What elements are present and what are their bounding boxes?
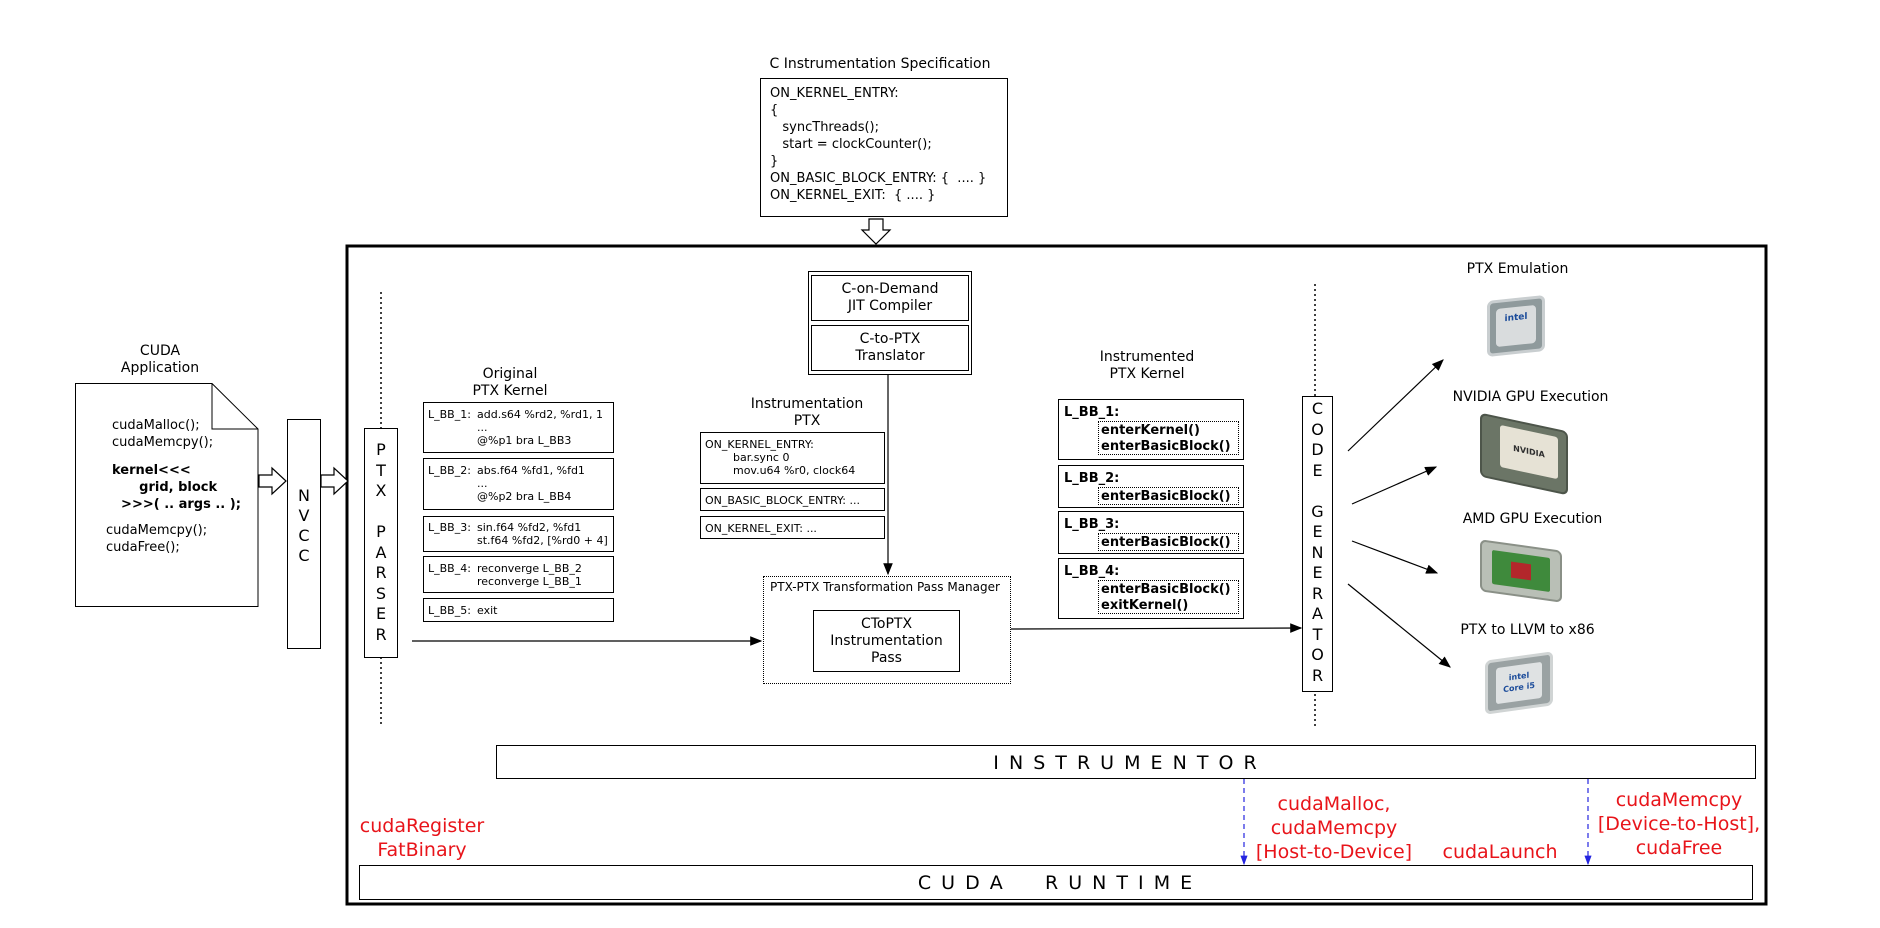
call-exit-kernel: exitKernel() xyxy=(1101,598,1189,613)
instrumented-block: L_BB_1: enterKernel() enterBasicBlock() xyxy=(1058,399,1244,460)
original-block: L_BB_2: abs.f64 %fd1, %fd1 ... @%p2 bra … xyxy=(423,458,614,510)
instr-bb-box: ON_BASIC_BLOCK_ENTRY: ... xyxy=(700,488,885,511)
target-title-nvidia: NVIDIA GPU Execution xyxy=(1452,389,1609,405)
block-code: reconverge L_BB_2 reconverge L_BB_1 xyxy=(477,562,582,588)
block-code: add.s64 %rd2, %rd1, 1 ... @%p1 bra L_BB3 xyxy=(477,408,603,447)
call-group: enterBasicBlock() xyxy=(1098,533,1239,551)
block-label: L_BB_3: xyxy=(428,521,471,534)
call-enter-basic-block: enterBasicBlock() xyxy=(1101,439,1231,454)
block-label: L_BB_1: xyxy=(1064,405,1120,420)
instrumented-block: L_BB_3: enterBasicBlock() xyxy=(1058,511,1244,554)
instrumentor-label: I N S T R U M E N T O R xyxy=(993,752,1259,774)
target-title-amd: AMD GPU Execution xyxy=(1462,511,1603,527)
call-enter-basic-block: enterBasicBlock() xyxy=(1101,535,1231,550)
original-kernel-title: Original PTX Kernel xyxy=(472,366,548,399)
instr-entry-box: ON_KERNEL_ENTRY: bar.sync 0 mov.u64 %r0,… xyxy=(700,432,885,484)
app-document-icon xyxy=(75,383,259,607)
codegen-to-x86-arrow xyxy=(1347,583,1451,668)
instrumented-kernel-title: Instrumented PTX Kernel xyxy=(1099,349,1195,382)
call-launch: cudaLaunch xyxy=(1442,841,1558,863)
instr-bb-code: ON_BASIC_BLOCK_ENTRY: ... xyxy=(705,494,860,507)
block-label: L_BB_4: xyxy=(1064,564,1120,579)
ctoptx-pass-box: CToPTX Instrumentation Pass xyxy=(813,610,960,672)
original-block: L_BB_1: add.s64 %rd2, %rd1, 1 ... @%p1 b… xyxy=(423,402,614,453)
jit-compiler-outer-box: C-on-Demand JIT Compiler C-to-PTX Transl… xyxy=(808,271,972,375)
spec-line: start = clockCounter(); xyxy=(770,137,932,152)
call-register-fatbinary: cudaRegister FatBinary xyxy=(359,815,485,861)
block-code: exit xyxy=(477,604,498,617)
nvcc-to-parser-arrow xyxy=(320,466,349,496)
app-line-memcpy: cudaMemcpy(); xyxy=(112,435,214,450)
pass-manager-title: PTX-PTX Transformation Pass Manager xyxy=(770,580,1000,594)
c-to-ptx-translator-label: C-to-PTX Translator xyxy=(855,331,925,364)
ptx-parser-box: P T X P A R S E R xyxy=(364,428,398,658)
call-memcpy-d2h-free: cudaMemcpy [Device-to-Host], cudaFree xyxy=(1597,789,1761,859)
framework-border xyxy=(345,244,1768,906)
original-block: L_BB_4: reconverge L_BB_2 reconverge L_B… xyxy=(423,556,614,593)
cuda-runtime-label: C U D A R U N T I M E xyxy=(917,872,1195,894)
intel-conroe-cpu-icon: intel xyxy=(1487,294,1545,358)
spec-line: { xyxy=(770,103,779,118)
jit-compiler-label: C-on-Demand JIT Compiler xyxy=(841,281,939,314)
spec-line: ON_KERNEL_ENTRY: xyxy=(770,86,899,101)
c-to-ptx-translator-box: C-to-PTX Translator xyxy=(811,325,969,371)
original-block: L_BB_5: exit xyxy=(423,598,614,622)
call-group: enterBasicBlock() xyxy=(1098,487,1239,505)
spec-line: ON_KERNEL_EXIT: { .... } xyxy=(770,188,936,203)
block-label: L_BB_1: xyxy=(428,408,471,421)
original-block: L_BB_3: sin.f64 %fd2, %fd1 st.f64 %fd2, … xyxy=(423,516,614,552)
app-to-nvcc-arrow xyxy=(258,466,287,496)
spec-title: C Instrumentation Specification xyxy=(769,56,991,72)
app-line-free: cudaFree(); xyxy=(106,540,180,555)
call-malloc-memcpy-h2d: cudaMalloc, cudaMemcpy [Host-to-Device] xyxy=(1255,793,1413,863)
spec-box: ON_KERNEL_ENTRY: { syncThreads(); start … xyxy=(760,78,1008,217)
codegen-to-nvidia-arrow xyxy=(1351,466,1438,505)
jit-compiler-box: C-on-Demand JIT Compiler xyxy=(811,275,969,321)
block-label: L_BB_2: xyxy=(1064,471,1120,486)
call-group: enterBasicBlock() exitKernel() xyxy=(1098,580,1239,614)
spec-input-arrow xyxy=(860,218,892,245)
block-label: L_BB_2: xyxy=(428,464,471,477)
block-label: L_BB_4: xyxy=(428,562,471,575)
call-enter-basic-block: enterBasicBlock() xyxy=(1101,489,1231,504)
block-label: L_BB_3: xyxy=(1064,517,1120,532)
spec-line: syncThreads(); xyxy=(770,120,880,135)
instr-exit-box: ON_KERNEL_EXIT: ... xyxy=(700,516,885,539)
app-title: CUDA Application xyxy=(120,343,200,376)
app-line-malloc: cudaMalloc(); xyxy=(112,418,200,433)
call-group: enterKernel() enterBasicBlock() xyxy=(1098,421,1239,455)
app-kernel-launch: kernel<<< grid, block >>>( .. args .. ); xyxy=(112,463,241,512)
call-enter-basic-block: enterBasicBlock() xyxy=(1101,582,1231,597)
code-generator-label: C O D E G E N E R A T O R xyxy=(1311,399,1324,685)
instrumentor-bar: I N S T R U M E N T O R xyxy=(496,745,1756,779)
instr-exit-code: ON_KERNEL_EXIT: ... xyxy=(705,522,817,535)
spec-line: } xyxy=(770,154,779,169)
target-title-emulation: PTX Emulation xyxy=(1466,261,1569,277)
code-generator-box: C O D E G E N E R A T O R xyxy=(1302,396,1333,692)
codegen-to-amd-arrow xyxy=(1351,540,1439,574)
cuda-runtime-bar: C U D A R U N T I M E xyxy=(359,865,1753,900)
nvcc-box: N V C C xyxy=(287,419,321,649)
codegen-to-emulation-arrow xyxy=(1347,359,1444,452)
pass-manager-box: PTX-PTX Transformation Pass Manager CToP… xyxy=(763,576,1011,684)
block-label: L_BB_5: xyxy=(428,604,471,617)
app-line-memcpy-2: cudaMemcpy(); xyxy=(106,523,208,538)
instrumented-block: L_BB_4: enterBasicBlock() exitKernel() xyxy=(1058,558,1244,619)
ctoptx-pass-label: CToPTX Instrumentation Pass xyxy=(830,616,943,666)
instrumented-block: L_BB_2: enterBasicBlock() xyxy=(1058,465,1244,508)
passmanager-to-codegen-arrow xyxy=(1009,623,1303,633)
nvcc-label: N V C C xyxy=(298,486,310,565)
block-code: abs.f64 %fd1, %fd1 ... @%p2 bra L_BB4 xyxy=(477,464,585,503)
instrumentation-ptx-title: Instrumentation PTX xyxy=(750,396,864,429)
block-code: sin.f64 %fd2, %fd1 st.f64 %fd2, [%rd0 + … xyxy=(477,521,608,547)
call-enter-kernel: enterKernel() xyxy=(1101,423,1200,438)
spec-line: ON_BASIC_BLOCK_ENTRY: { .... } xyxy=(770,171,987,186)
target-title-x86: PTX to LLVM to x86 xyxy=(1460,622,1595,638)
ptx-parser-label: P T X P A R S E R xyxy=(375,440,387,644)
instr-entry-code: ON_KERNEL_ENTRY: bar.sync 0 mov.u64 %r0,… xyxy=(705,438,856,477)
